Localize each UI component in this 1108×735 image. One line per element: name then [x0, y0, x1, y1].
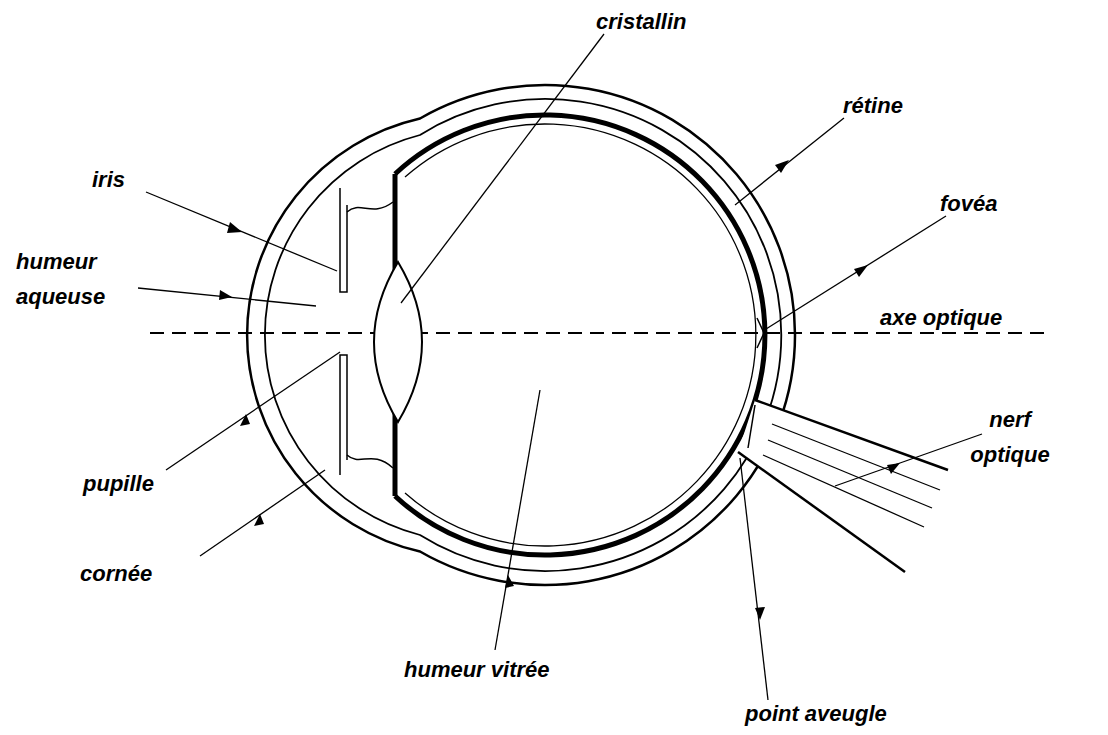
part-label: humeur vitrée	[404, 652, 550, 687]
leader-lines	[138, 34, 982, 700]
arrowhead	[887, 463, 900, 474]
part-label: humeur aqueuse	[16, 244, 116, 314]
arrowhead	[755, 607, 765, 620]
arrowhead	[775, 160, 789, 173]
arrowhead	[254, 514, 264, 526]
nerve-ground	[738, 400, 948, 572]
leader-arrowheads	[219, 160, 900, 620]
part-label: point aveugle	[745, 696, 887, 731]
arrowhead	[219, 290, 232, 300]
part-label: pupille	[83, 466, 154, 501]
eye-outline	[247, 85, 795, 585]
fovea-mark	[757, 318, 764, 348]
part-label: iris	[92, 162, 125, 197]
leader-line	[835, 434, 982, 486]
leader-line	[166, 352, 340, 470]
part-label: cornée	[80, 556, 152, 591]
part-label: axe optique	[880, 300, 1002, 335]
nerve-line	[755, 400, 948, 470]
retina-line	[395, 115, 765, 555]
axis-line	[150, 332, 1050, 334]
leader-line	[401, 34, 604, 303]
part-label: rétine	[843, 88, 903, 123]
eye-inner-outline	[265, 99, 781, 571]
arrowhead	[227, 222, 242, 233]
blind-spot-mark	[748, 405, 755, 448]
nerve-fiber	[772, 424, 940, 490]
iris-shape	[340, 188, 347, 292]
part-label: cristallin	[596, 4, 686, 39]
leader-line	[138, 288, 316, 306]
ciliary-body	[347, 202, 393, 212]
arrowhead	[854, 265, 868, 277]
leader-line	[735, 118, 844, 205]
part-label: fovéa	[940, 186, 997, 221]
nerve-fiber	[763, 455, 924, 527]
leader-line	[146, 192, 337, 271]
nerve-fiber	[768, 440, 932, 508]
ciliary-body	[347, 455, 393, 468]
arrowhead	[240, 414, 250, 426]
vitreous-outline	[405, 124, 756, 546]
leader-line	[495, 390, 540, 650]
iris-shape	[340, 355, 347, 475]
leader-line	[740, 458, 768, 700]
leader-line	[200, 470, 325, 556]
part-label: nerf optique	[960, 402, 1060, 472]
arrowhead	[505, 575, 514, 588]
lens-shape	[374, 262, 422, 422]
